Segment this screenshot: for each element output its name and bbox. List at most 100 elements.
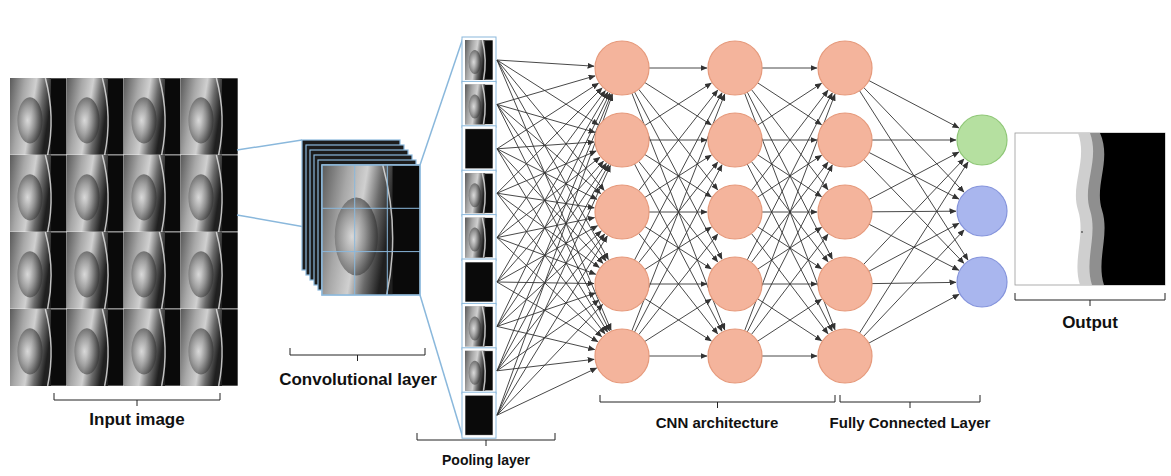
- connection: [762, 356, 817, 357]
- connection: [864, 230, 965, 336]
- image-texture: [159, 155, 165, 232]
- image-texture: [482, 84, 485, 124]
- image-tile: [465, 351, 493, 391]
- connection: [497, 326, 595, 349]
- hidden-neuron: [595, 329, 649, 383]
- image-tile: [465, 218, 493, 258]
- zoom-line: [420, 38, 463, 165]
- image-tile: [465, 173, 493, 213]
- image-texture: [17, 174, 42, 220]
- connection: [497, 304, 603, 415]
- image-tile: [67, 309, 124, 386]
- image-tile: [124, 232, 181, 309]
- connection: [747, 93, 832, 260]
- image-texture: [322, 165, 393, 295]
- image-texture: [67, 78, 108, 155]
- section-label: Fully Connected Layer: [830, 414, 991, 432]
- image-texture: [216, 232, 222, 309]
- connection: [762, 68, 817, 69]
- pool-frame: [462, 126, 496, 172]
- filter-grid: [322, 165, 420, 295]
- pool-frame: [462, 348, 496, 394]
- connection: [649, 356, 707, 357]
- image-texture: [131, 174, 156, 220]
- image-tile: [67, 78, 124, 155]
- image-tile: [67, 232, 124, 309]
- image-texture: [124, 78, 165, 155]
- image-texture: [469, 361, 481, 385]
- connection: [497, 193, 594, 208]
- image-texture: [17, 251, 42, 297]
- connection: [497, 157, 600, 237]
- connection: [497, 104, 606, 261]
- output-neuron: [957, 115, 1007, 165]
- bracket: [417, 433, 555, 446]
- image-texture: [45, 232, 51, 309]
- connection: [497, 60, 598, 125]
- section-label: Pooling layer: [442, 452, 530, 469]
- connection: [635, 164, 723, 331]
- segment-region: [1088, 133, 1165, 285]
- connection: [635, 92, 723, 259]
- image-texture: [181, 232, 222, 309]
- connection: [758, 299, 822, 341]
- image-tile: [10, 78, 67, 155]
- hidden-neuron: [708, 185, 762, 239]
- connection: [751, 90, 828, 190]
- connection: [747, 92, 832, 259]
- image-texture: [465, 40, 485, 80]
- connection: [645, 83, 712, 125]
- image-texture: [10, 155, 51, 232]
- image-texture: [124, 309, 165, 386]
- connection: [869, 152, 959, 199]
- image-texture: [124, 232, 165, 309]
- image-tile: [10, 232, 67, 309]
- connection: [645, 227, 712, 269]
- connection: [497, 165, 610, 415]
- output-image: [1015, 133, 1165, 285]
- image-texture: [10, 232, 51, 309]
- bracket: [54, 393, 220, 406]
- connection: [497, 161, 603, 282]
- image-texture: [102, 309, 108, 386]
- connection: [645, 83, 712, 125]
- image-texture: [45, 309, 51, 386]
- connection: [497, 234, 605, 371]
- zoom-line: [237, 140, 302, 150]
- image-tile: [10, 309, 67, 386]
- image-texture: [181, 155, 222, 232]
- connection: [864, 159, 964, 265]
- image-texture: [102, 232, 108, 309]
- connection: [635, 165, 723, 332]
- output-neuron: [957, 186, 1007, 236]
- image-texture: [74, 328, 99, 374]
- connection: [635, 93, 723, 260]
- speck: [1081, 231, 1083, 233]
- image-texture: [131, 97, 156, 143]
- image-texture: [67, 232, 108, 309]
- image-tile: [465, 395, 493, 435]
- pool-frame: [462, 81, 496, 127]
- connection: [869, 152, 959, 199]
- pool-frame: [462, 303, 496, 349]
- output-neuron: [957, 257, 1007, 307]
- connection: [497, 92, 608, 282]
- section-label: Input image: [89, 410, 184, 430]
- connection: [497, 142, 594, 149]
- image-texture: [188, 174, 213, 220]
- image-texture: [159, 78, 165, 155]
- hidden-neuron: [595, 113, 649, 167]
- image-texture: [465, 351, 485, 391]
- hidden-neuron: [818, 41, 872, 95]
- hidden-neuron: [818, 113, 872, 167]
- convolution-stack: [237, 140, 420, 295]
- image-texture: [10, 309, 51, 386]
- connection: [758, 83, 822, 125]
- image-texture: [17, 97, 42, 143]
- input-images: [10, 78, 238, 386]
- connection: [747, 165, 832, 332]
- bracket: [290, 348, 425, 361]
- image-tile: [465, 262, 493, 302]
- image-texture: [216, 155, 222, 232]
